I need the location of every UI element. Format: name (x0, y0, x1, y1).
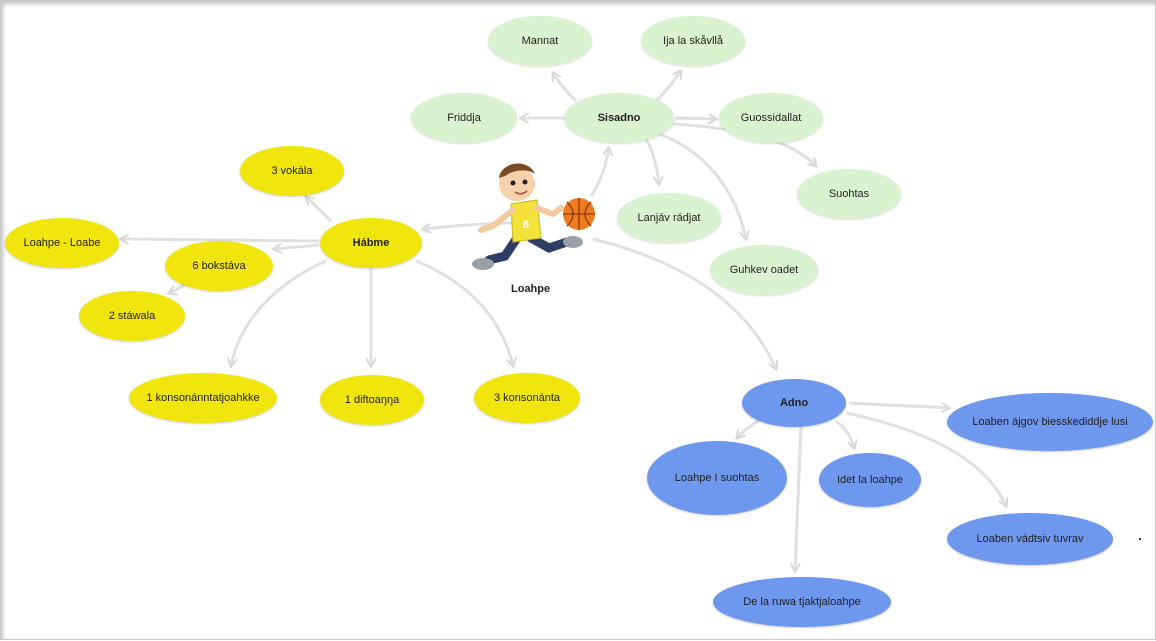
node-1-konsonanntatjoahkke[interactable]: 1 konsonánntatjoahkke (129, 373, 277, 423)
node-3-konsonanta[interactable]: 3 konsonánta (474, 373, 580, 423)
node-1-diftoanna[interactable]: 1 diftoaŋŋa (320, 375, 424, 425)
node-idet-la-loahpe[interactable]: Idet la loahpe (819, 453, 921, 507)
node-loaben-vadtsiv-tuvrav[interactable]: Loaben vádtsiv tuvrav (947, 513, 1113, 565)
svg-text:8: 8 (523, 219, 529, 231)
node-guossidallat[interactable]: Guossidallat (719, 93, 823, 143)
node-lanjav-radjat[interactable]: Lanjáv rádjat (617, 193, 721, 243)
node-sisadno[interactable]: Sisadno (564, 93, 674, 143)
node-loahpe-loabe[interactable]: Loahpe - Loabe (5, 218, 119, 268)
edge-habme-loabe (121, 239, 320, 241)
edge-sisadno-guossidallat (674, 118, 716, 119)
edge-sisadno-guhkev (658, 132, 746, 239)
edge-sisadno-lanjav (644, 138, 659, 184)
node-6-bokstava[interactable]: 6 bokstáva (165, 241, 273, 291)
node-friddja[interactable]: Friddja (411, 93, 517, 143)
edge-habme-konsonanntatjoahkke (231, 259, 327, 366)
edge-habme-bokstava (274, 245, 320, 249)
edge-adno-vadtsiv (845, 411, 1006, 506)
node-ija-la-skavlla[interactable]: Ija la skåvllå (641, 16, 745, 66)
node-suohtas-green[interactable]: Suohtas (797, 169, 901, 219)
edge-habme-vokala (306, 197, 333, 223)
edge-adno-ajgov (848, 401, 949, 408)
node-habme[interactable]: Hábme (320, 218, 422, 268)
stray-dot (1139, 538, 1141, 540)
edge-habme-konsonanta (415, 259, 513, 366)
edge-sisadno-ija (654, 71, 681, 103)
edge-center-adno (592, 237, 776, 369)
boy-with-ball-illustration: 8 (472, 163, 595, 270)
node-loahpe-i-suohtas[interactable]: Loahpe I suohtas (647, 441, 787, 515)
node-guhkev-oadet[interactable]: Guhkev oadet (710, 245, 818, 295)
edge-adno-ruwa (795, 425, 803, 571)
edge-center-sisadno (589, 148, 609, 197)
center-topic-label: Loahpe (511, 283, 551, 295)
edge-sisadno-mannat (553, 73, 578, 103)
node-mannat[interactable]: Mannat (488, 16, 592, 66)
node-adno[interactable]: Adno (742, 379, 846, 427)
edge-adno-suohtas (737, 417, 762, 438)
edge-adno-idet (835, 419, 854, 448)
node-3-vokala[interactable]: 3 vokála (240, 146, 344, 196)
node-2-stawala[interactable]: 2 stáwala (79, 291, 185, 341)
node-de-la-ruwa[interactable]: De la ruwa tjaktjaloahpe (713, 577, 891, 627)
node-loaben-ajgov[interactable]: Loaben ájgov biesskediddje lusi (947, 393, 1153, 451)
